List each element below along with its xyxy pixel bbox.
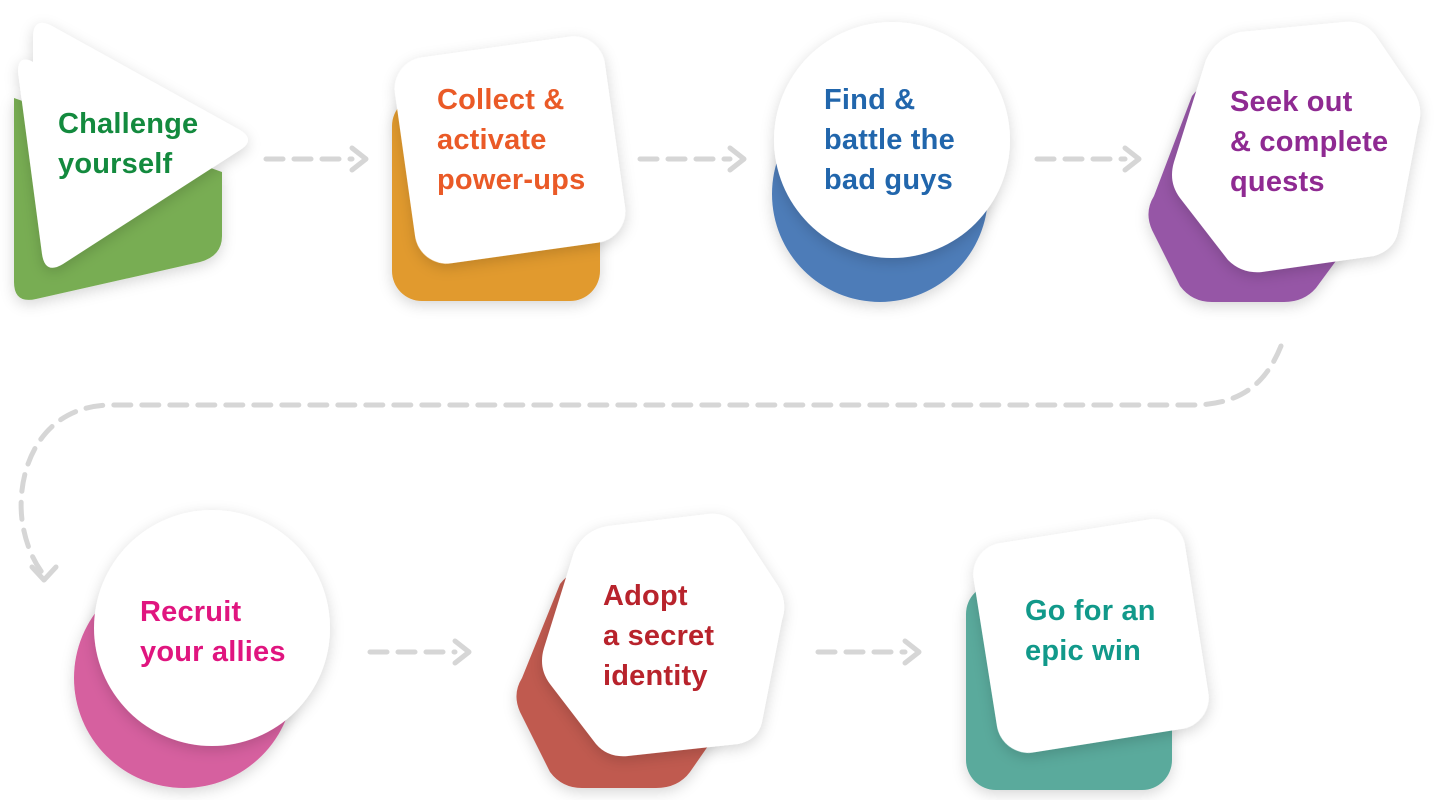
- step-5-line-2: your allies: [140, 636, 286, 668]
- arrow-3-to-4: [1034, 145, 1142, 173]
- step-6-line-3: identity: [603, 660, 708, 692]
- step-6-line-2: a secret: [603, 620, 714, 652]
- step-4-line-3: quests: [1230, 166, 1325, 198]
- step-4-front-shape: [1172, 21, 1421, 273]
- step-1-label: Challenge yourself: [58, 108, 207, 180]
- step-4-line-1: Seek out: [1230, 86, 1353, 118]
- step-3-front-shape: [774, 22, 1010, 258]
- step-1-line-2: yourself: [58, 148, 173, 180]
- step-5-label: Recruit your allies: [140, 596, 286, 668]
- step-6-card: Adopt a secret identity: [516, 513, 785, 788]
- step-1-card: Challenge yourself: [14, 22, 248, 300]
- step-7-card: Go for an epic win: [966, 519, 1209, 790]
- step-2-front-shape: [394, 36, 626, 264]
- step-2-line-1: Collect &: [437, 84, 565, 116]
- step-2-line-3: power-ups: [437, 164, 585, 196]
- arrow-6-to-7: [815, 638, 922, 666]
- step-6-line-1: Adopt: [603, 580, 688, 612]
- step-7-front-shape: [973, 519, 1209, 753]
- step-3-line-1: Find &: [824, 84, 915, 116]
- step-6-label: Adopt a secret identity: [603, 580, 723, 692]
- step-6-front-shape: [542, 513, 785, 757]
- step-4-line-2: & complete: [1230, 126, 1388, 158]
- arrow-1-to-2: [263, 145, 369, 173]
- step-7-label: Go for an epic win: [1025, 595, 1164, 667]
- step-4-card: Seek out & complete quests: [1148, 21, 1421, 303]
- step-3-card: Find & battle the bad guys: [772, 22, 1010, 302]
- step-1-line-1: Challenge: [58, 108, 198, 140]
- step-3-line-3: bad guys: [824, 164, 953, 196]
- step-3-line-2: battle the: [824, 124, 955, 156]
- arrow-5-to-6: [367, 638, 472, 666]
- connectors: [18, 145, 1284, 666]
- step-1-front-shape: [18, 22, 248, 268]
- step-7-line-1: Go for an: [1025, 595, 1156, 627]
- step-5-card: Recruit your allies: [74, 510, 330, 788]
- step-3-label: Find & battle the bad guys: [824, 84, 963, 196]
- step-5-front-shape: [94, 510, 330, 746]
- step-5-line-1: Recruit: [140, 596, 241, 628]
- arrow-2-to-3: [637, 145, 747, 173]
- step-2-card: Collect & activate power-ups: [392, 36, 626, 301]
- arrow-4-to-5: [18, 343, 1284, 583]
- step-2-line-2: activate: [437, 124, 547, 156]
- step-7-line-2: epic win: [1025, 635, 1141, 667]
- step-4-label: Seek out & complete quests: [1230, 86, 1397, 198]
- step-2-label: Collect & activate power-ups: [437, 84, 585, 196]
